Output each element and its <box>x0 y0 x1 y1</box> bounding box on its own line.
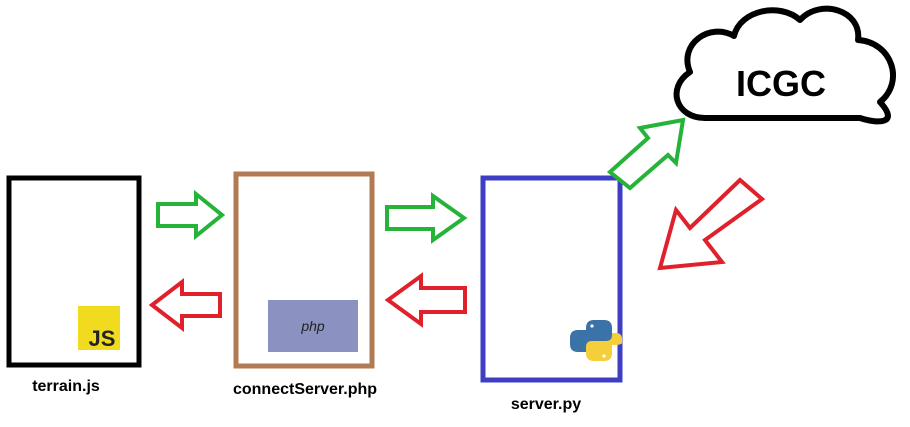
terrain-node: JS terrain.js <box>6 175 142 395</box>
cloud-label: ICGC <box>736 63 826 104</box>
request-arrow-2 <box>385 192 468 244</box>
js-logo-text: JS <box>89 326 116 351</box>
icgc-cloud: ICGC <box>673 5 897 125</box>
response-arrow-2 <box>384 272 467 328</box>
request-arrow-3 <box>606 117 686 191</box>
terrain-box <box>6 175 142 368</box>
php-logo-icon <box>268 300 358 352</box>
cloud-icon <box>673 5 897 125</box>
php-logo-text: php <box>300 318 325 334</box>
server-label: server.py <box>511 396 581 413</box>
response-arrow-3 <box>657 177 766 271</box>
connect-label: connectServer.php <box>233 381 377 398</box>
connect-node: php connectServer.php <box>233 171 377 398</box>
js-logo-icon <box>78 306 120 350</box>
terrain-label: terrain.js <box>32 378 100 395</box>
python-logo-icon <box>570 320 622 361</box>
server-node: server.py <box>480 175 623 413</box>
request-arrow-1 <box>156 189 226 241</box>
response-arrow-1 <box>148 277 222 333</box>
